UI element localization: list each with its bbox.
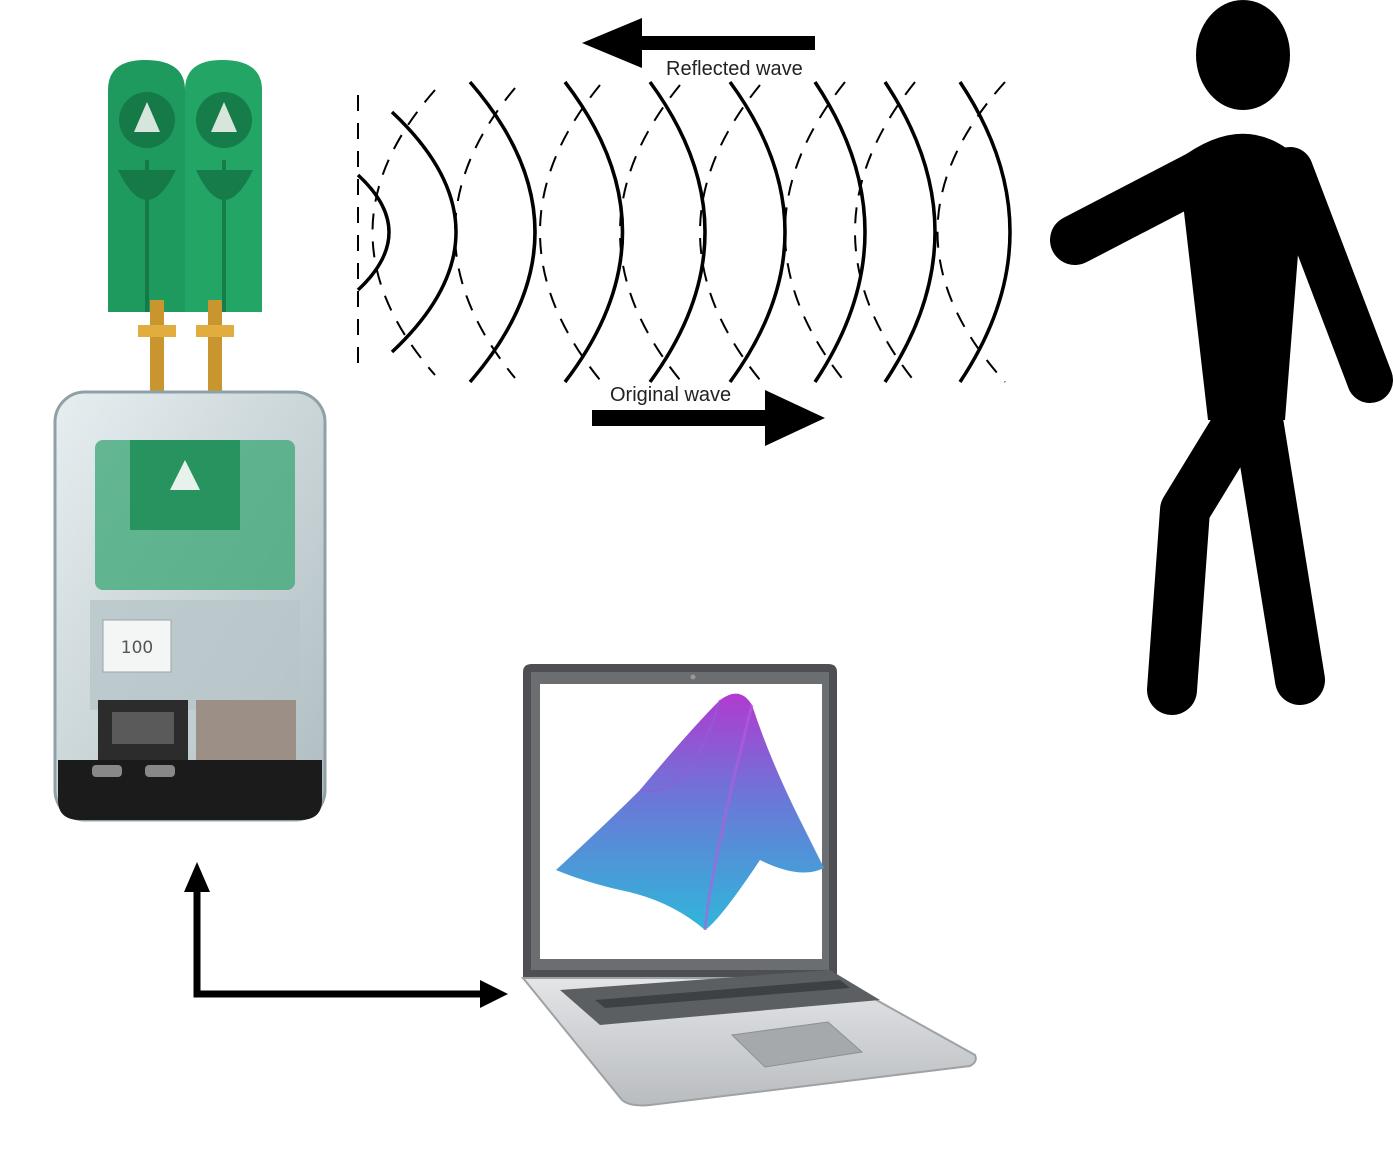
laptop-touchpad bbox=[730, 1021, 864, 1068]
antenna-right bbox=[185, 60, 262, 312]
person-leg-left bbox=[1147, 395, 1265, 715]
walking-person-icon bbox=[1050, 0, 1393, 715]
dashed-wavefronts bbox=[357, 81, 1006, 383]
surface-plot-icon bbox=[556, 693, 824, 931]
reflected-wave-arrow bbox=[582, 18, 815, 68]
device-case: 100 bbox=[53, 390, 327, 822]
laptop-keyboard bbox=[560, 970, 880, 1025]
person-arm-left bbox=[1050, 150, 1225, 265]
laptop-icon bbox=[520, 664, 977, 1107]
person-leg-right bbox=[1233, 395, 1325, 705]
connection-arrow bbox=[184, 862, 508, 1008]
person-head bbox=[1196, 0, 1290, 110]
original-wave-arrow bbox=[592, 390, 825, 446]
wave-pattern bbox=[356, 80, 1012, 384]
original-wave-label: Original wave bbox=[610, 384, 731, 406]
antenna-left bbox=[108, 60, 185, 312]
person-arm-right bbox=[1267, 147, 1393, 403]
reflected-wave-label: Reflected wave bbox=[666, 58, 803, 80]
radar-device-icon: 100 bbox=[53, 60, 327, 822]
solid-wavefronts bbox=[356, 80, 1012, 384]
device-number-label: 100 bbox=[121, 638, 153, 658]
person-torso bbox=[1178, 133, 1305, 420]
